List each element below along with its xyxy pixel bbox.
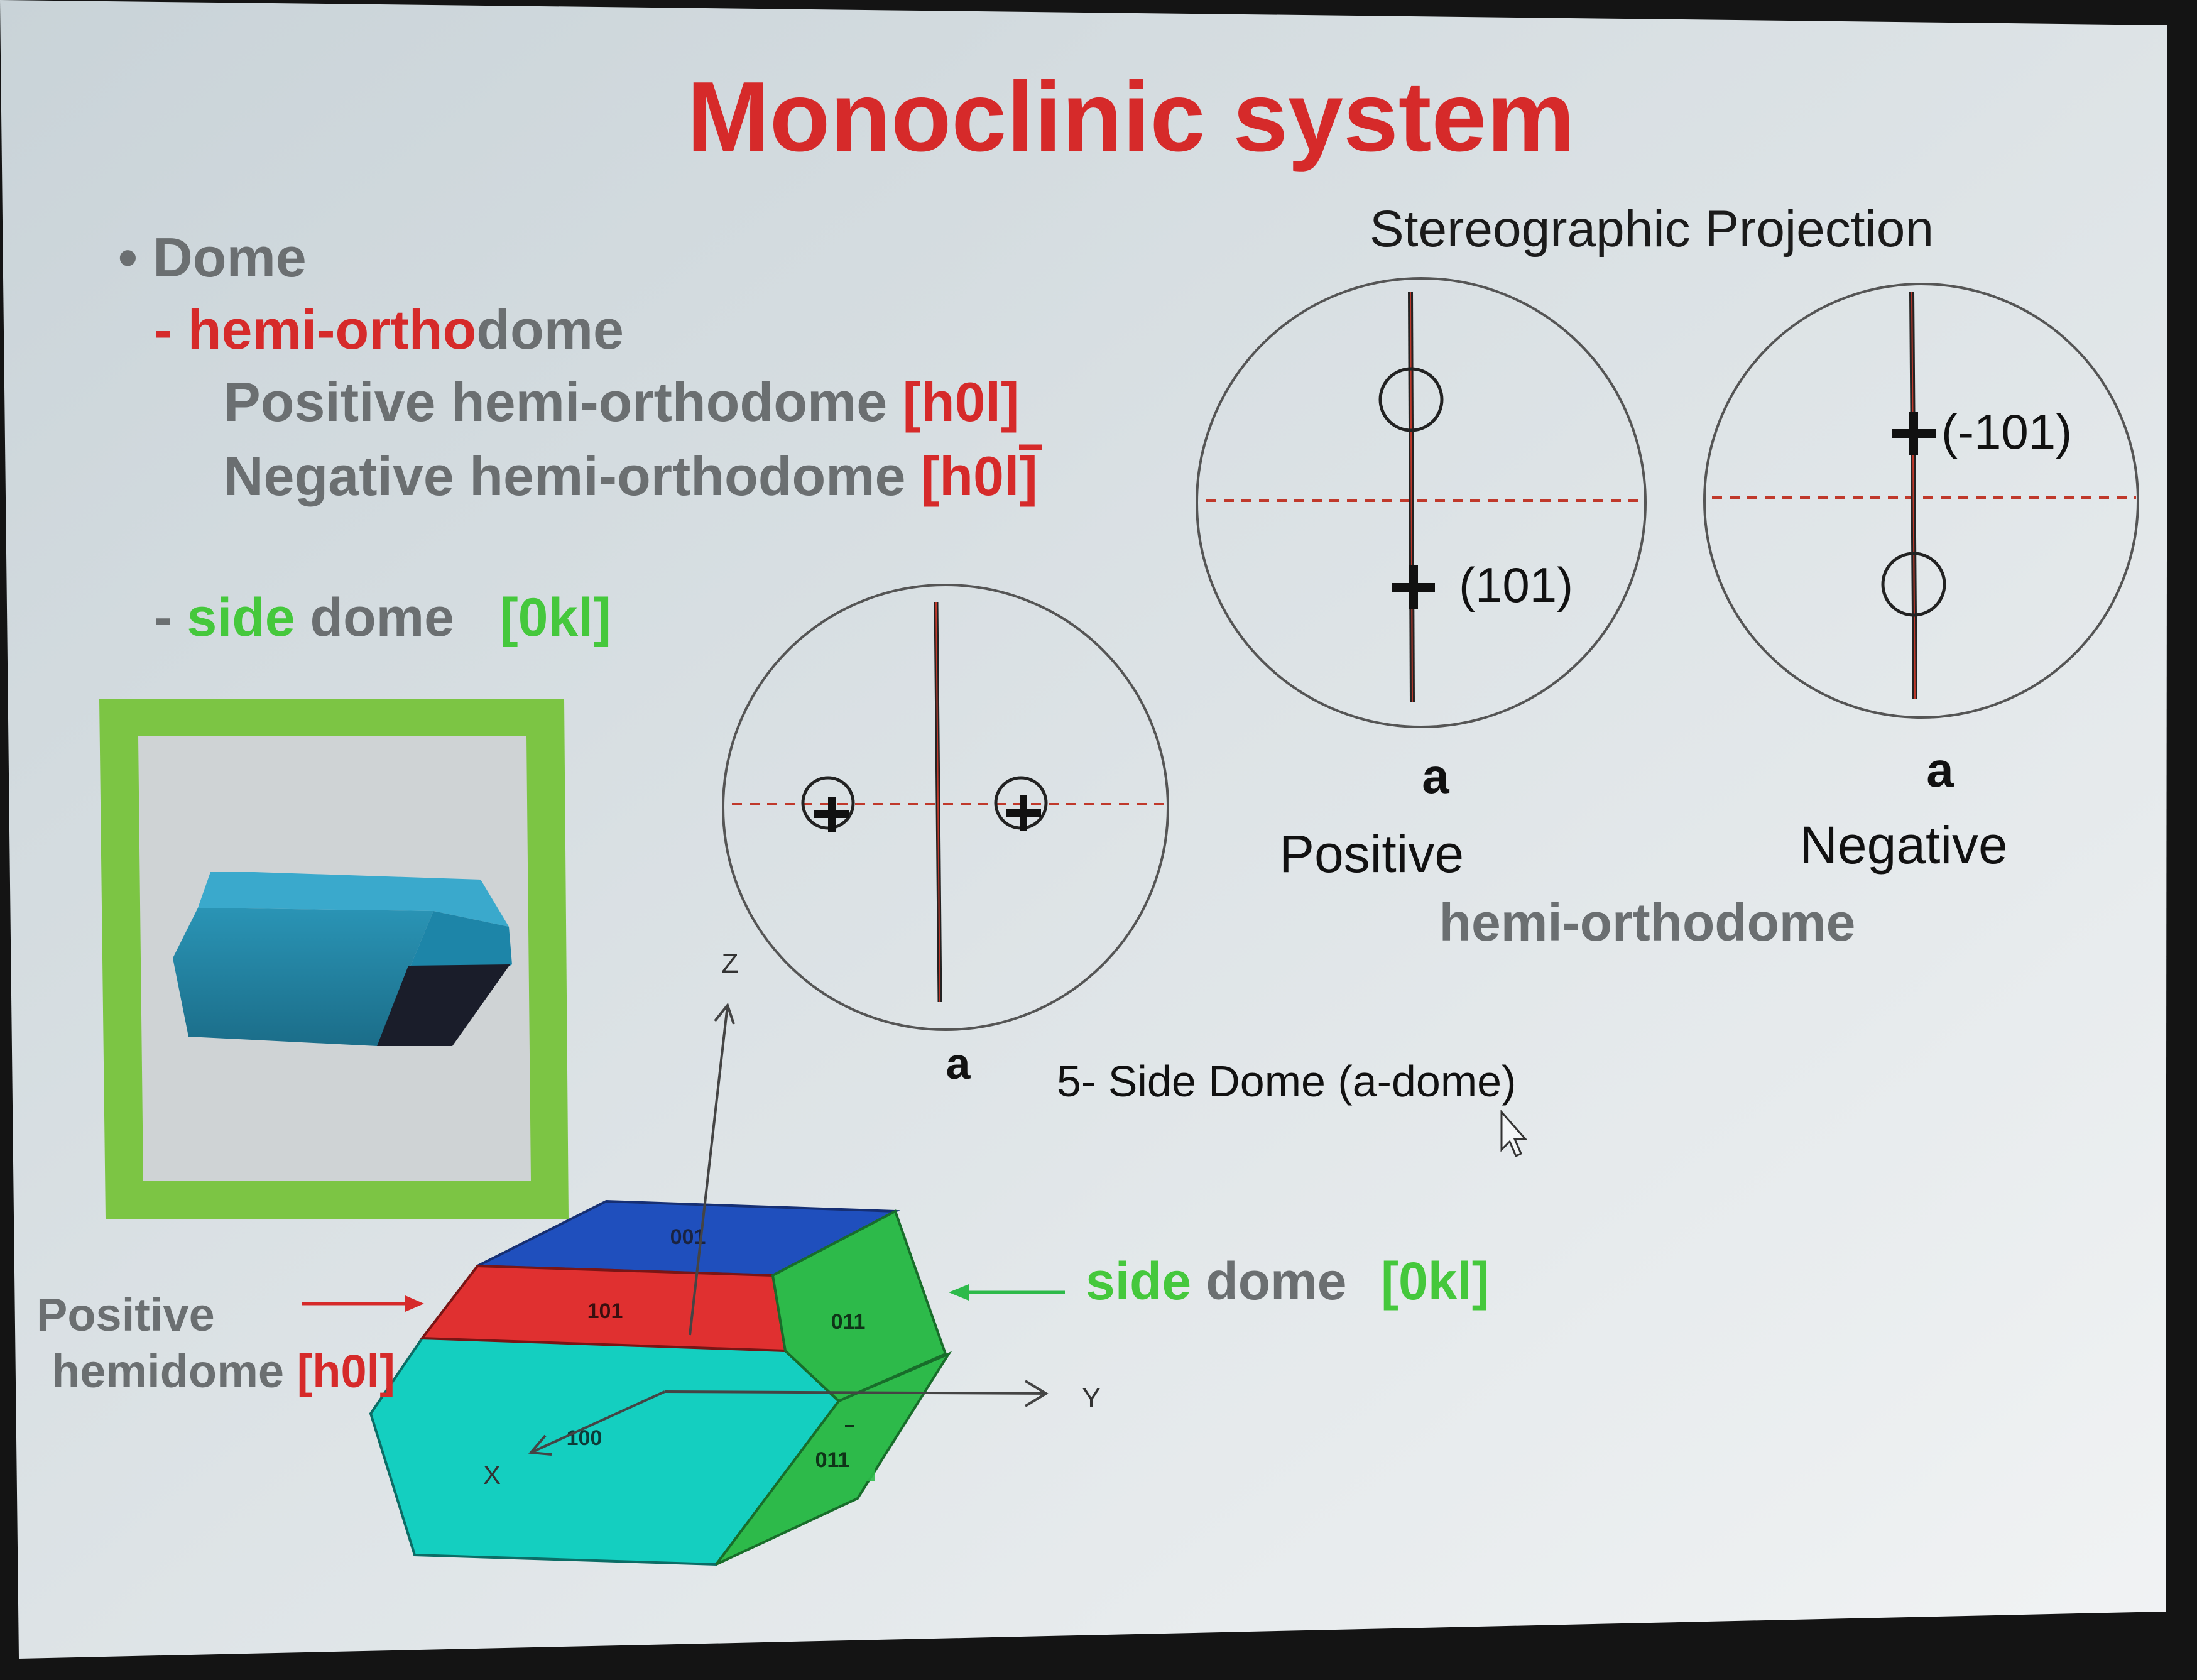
y-axis-arrowhead: [1024, 1380, 1049, 1407]
bullet-dome: • Dome: [118, 226, 307, 288]
z-axis: [689, 1005, 729, 1336]
positive-pole-label: (101): [1459, 557, 1573, 613]
hemi-red-part: hemi-ortho: [188, 298, 477, 361]
positive-projection: (101) a Positive: [1196, 277, 1647, 883]
side-dash: -: [154, 587, 187, 648]
hemi-grey-part: dome: [476, 298, 624, 361]
stereo-title: Stereographic Projection: [1370, 200, 1934, 258]
right-callout-arrowhead: [949, 1284, 969, 1301]
positive-hemidome-index: [h0l]: [297, 1345, 395, 1397]
left-callout-arrowhead: [405, 1295, 424, 1312]
prism-crystal-picture: [173, 872, 512, 1046]
negative-upper-pole-cross: [1892, 412, 1936, 455]
side-dome-heading-index: [0kl]: [500, 587, 611, 648]
side-dome-projection: a 5- Side Dome (a-dome): [722, 584, 1516, 1106]
positive-hemi-label: Positive hemi-orthodome: [224, 371, 903, 433]
face-label-011-lower-overlay: 011: [815, 1448, 850, 1472]
right-callout-green: side: [1086, 1252, 1191, 1311]
y-axis-label: Y: [1082, 1383, 1100, 1414]
right-callout-index: [0kl]: [1381, 1252, 1490, 1311]
mouse-cursor-icon: [1500, 1110, 1528, 1158]
positive-axis-label: a: [1422, 748, 1449, 804]
side-left-pole-cross: [814, 797, 849, 832]
hemi-orthodome-caption: hemi-orthodome: [1439, 893, 1856, 952]
face-011-upper-side: [771, 1209, 947, 1403]
positive-lower-pole-circle: [1378, 367, 1444, 432]
face-label-101: 101: [587, 1299, 623, 1323]
positive-hemidome-line1: Positive: [36, 1289, 215, 1341]
y-axis: [664, 1390, 1047, 1395]
side-green-part: side: [187, 587, 295, 648]
side-dome-caption: 5- Side Dome (a-dome): [1057, 1057, 1516, 1106]
x-axis: [530, 1390, 665, 1454]
positive-upper-pole-cross: [1392, 565, 1435, 609]
negative-lower-pole-circle: [1881, 552, 1946, 617]
positive-caption: Positive: [1279, 824, 1464, 883]
face-label-100: 100: [567, 1426, 602, 1450]
side-axis-label: a: [946, 1039, 971, 1088]
side-right-pole-cross: [1006, 795, 1041, 831]
negative-primitive-circle: [1703, 283, 2139, 719]
negative-hemi-orthodome-line: Negative hemi-orthodome [h0l]: [224, 445, 1038, 507]
right-callout-side-dome: side dome: [1086, 1252, 1376, 1311]
hemi-orthodome-heading: - hemi-orthodome: [154, 298, 624, 361]
positive-hemidome-line2: hemidome [h0l]: [52, 1345, 395, 1397]
face-label-011-upper: 011: [831, 1310, 866, 1334]
negative-hemi-label: Negative hemi-orthodome: [224, 445, 921, 507]
prism-image-frame: [99, 699, 569, 1219]
x-axis-label: X: [483, 1460, 501, 1490]
positive-hemi-orthodome-line: Positive hemi-orthodome [h0l]: [224, 371, 1019, 433]
negative-projection: (-101) a Negative: [1703, 283, 2139, 875]
positive-primitive-circle: [1196, 277, 1647, 728]
right-callout-grey: dome: [1191, 1252, 1376, 1311]
hemi-dash: -: [154, 298, 188, 361]
crystal-diagram: 001 101 011 100 011 011 Z Y X: [369, 948, 1101, 1566]
z-axis-label: Z: [722, 948, 739, 979]
positive-hemidome-word: hemidome: [52, 1345, 297, 1397]
negative-hemi-index: [h0l]: [921, 445, 1038, 507]
z-axis-arrowhead: [714, 1002, 735, 1025]
negative-pole-label: (-101): [1941, 404, 2072, 459]
side-primitive-circle: [722, 584, 1169, 1031]
side-dome-heading: - side dome: [154, 587, 484, 648]
x-axis-arrowhead: [528, 1434, 552, 1456]
slide-title: Monoclinic system: [687, 62, 1575, 172]
negative-caption: Negative: [1799, 815, 2008, 875]
negative-axis-label: a: [1926, 742, 1954, 797]
positive-hemi-index: [h0l]: [903, 371, 1020, 433]
face-label-011-lower: 011: [815, 1448, 850, 1472]
side-grey-part: dome: [295, 587, 484, 648]
